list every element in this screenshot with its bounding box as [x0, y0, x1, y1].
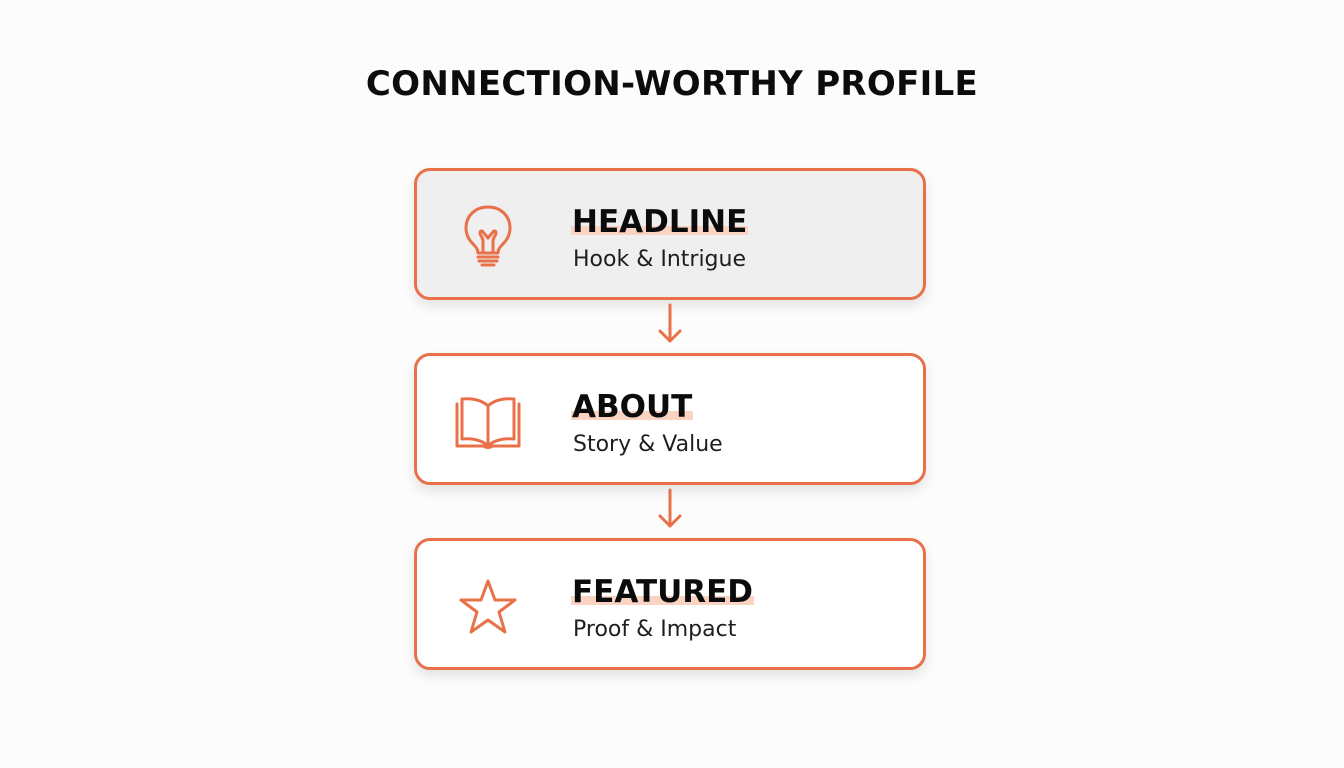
diagram-title: CONNECTION-WORTHY PROFILE	[365, 64, 979, 104]
step-subtitle: Proof & Impact	[573, 617, 737, 642]
open-book-icon	[453, 386, 523, 456]
step-card-headline: HEADLINE Hook & Intrigue	[414, 168, 926, 300]
step-heading: FEATURED	[571, 574, 755, 610]
down-arrow-icon	[654, 488, 686, 538]
step-card-featured: FEATURED Proof & Impact	[414, 538, 926, 670]
step-subtitle: Hook & Intrigue	[573, 247, 747, 272]
step-subtitle: Story & Value	[573, 432, 723, 457]
star-icon	[453, 571, 523, 641]
lightbulb-icon	[453, 201, 523, 271]
down-arrow-icon	[654, 303, 686, 353]
step-heading: HEADLINE	[571, 204, 749, 240]
step-card-about: ABOUT Story & Value	[414, 353, 926, 485]
step-heading: ABOUT	[571, 389, 694, 425]
